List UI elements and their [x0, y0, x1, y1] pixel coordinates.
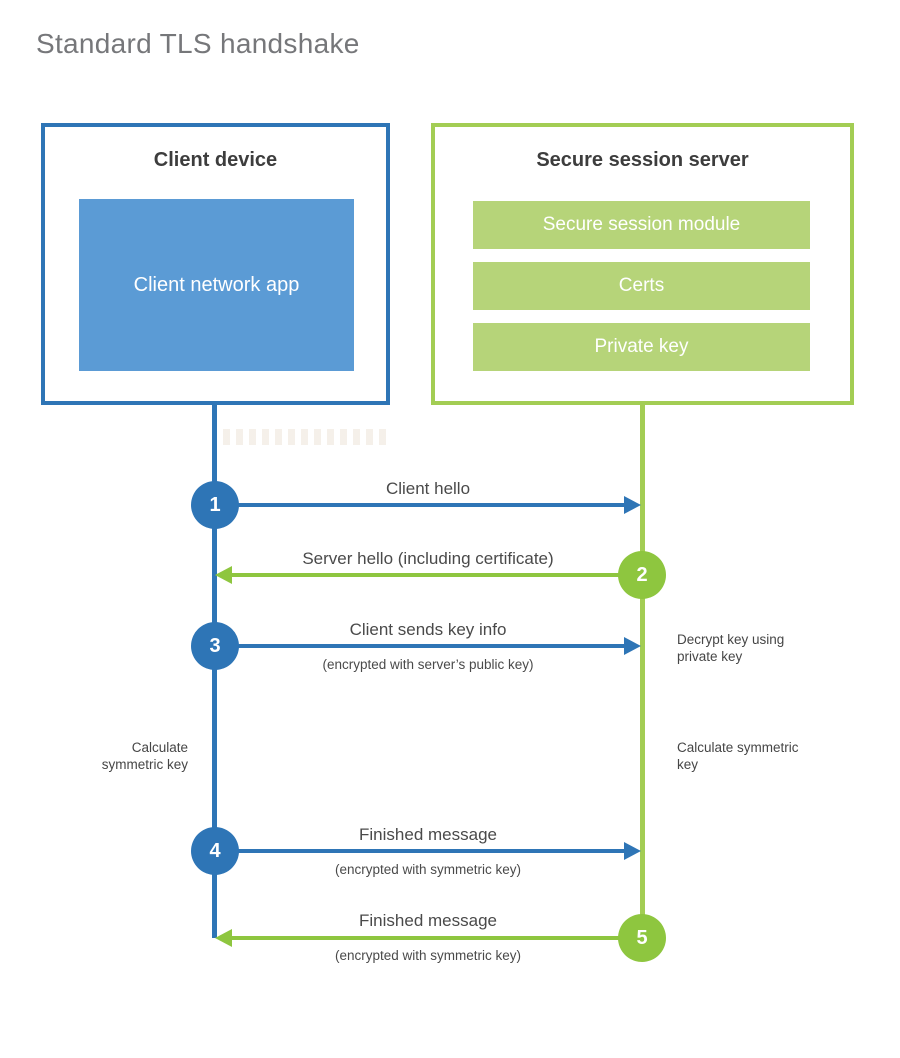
client-lifeline	[212, 405, 217, 938]
message-2-arrowhead-icon	[215, 566, 232, 584]
message-4-sublabel: (encrypted with symmetric key)	[334, 862, 522, 877]
note-calculate-symmetric-key-client: Calculate symmetric key	[101, 740, 188, 772]
message-5-label: Finished message	[359, 911, 497, 930]
message-3-sublabel: (encrypted with server’s public key)	[322, 657, 534, 672]
message-4-arrowhead-icon	[624, 842, 641, 860]
note-calculate-symmetric-key-server: Calculate symmetric key	[677, 740, 799, 772]
message-1-label: Client hello	[385, 479, 471, 498]
client-network-app-box: Client network app	[79, 199, 354, 371]
message-3-label: Client sends key info	[349, 620, 507, 639]
message-2-label: Server hello (including certificate)	[302, 549, 554, 568]
note-decrypt-key: Decrypt key using private key	[677, 632, 785, 664]
message-1-arrowhead-icon	[624, 496, 641, 514]
server-lifeline	[640, 405, 645, 938]
server-module-stack: Secure session module Certs Private key	[473, 201, 810, 371]
message-5-arrow	[232, 936, 642, 940]
step-badge-1: 1	[191, 481, 239, 529]
client-device-box: Client device Client network app	[41, 123, 390, 405]
message-3-arrowhead-icon	[624, 637, 641, 655]
message-2-arrow	[232, 573, 642, 577]
message-5-sublabel: (encrypted with symmetric key)	[334, 948, 522, 963]
message-5-arrowhead-icon	[215, 929, 232, 947]
module-certs: Certs	[473, 262, 810, 310]
page-title: Standard TLS handshake	[36, 28, 360, 59]
module-secure-session: Secure session module	[473, 201, 810, 249]
message-3-arrow	[216, 644, 626, 648]
secure-session-server-box: Secure session server Secure session mod…	[431, 123, 854, 405]
step-badge-5: 5	[618, 914, 666, 962]
client-device-title: Client device	[153, 149, 278, 171]
faint-erased-text-artifact	[223, 429, 391, 445]
message-4-label: Finished message	[359, 825, 497, 844]
secure-session-server-title: Secure session server	[536, 149, 749, 171]
client-network-app-label: Client network app	[133, 273, 300, 296]
message-1-arrow	[216, 503, 626, 507]
module-private-key: Private key	[473, 323, 810, 371]
step-badge-2: 2	[618, 551, 666, 599]
step-badge-3: 3	[191, 622, 239, 670]
message-4-arrow	[216, 849, 626, 853]
step-badge-4: 4	[191, 827, 239, 875]
